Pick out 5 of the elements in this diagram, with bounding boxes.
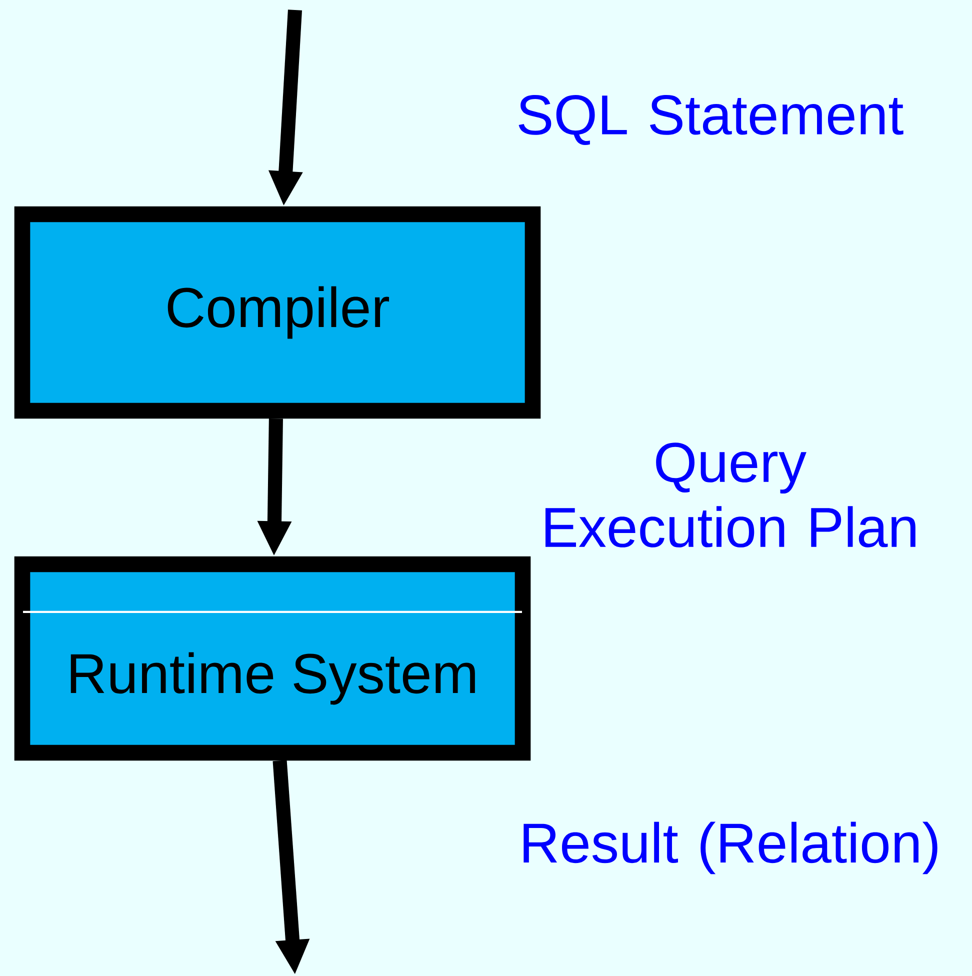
process-box: Runtime System	[14, 556, 531, 761]
process-box: Compiler	[14, 206, 541, 419]
edge-label: SQL Statement	[518, 95, 904, 145]
edge-label: Query Execution Plan	[546, 442, 916, 548]
edge-label: Result (Relation)	[524, 822, 938, 874]
